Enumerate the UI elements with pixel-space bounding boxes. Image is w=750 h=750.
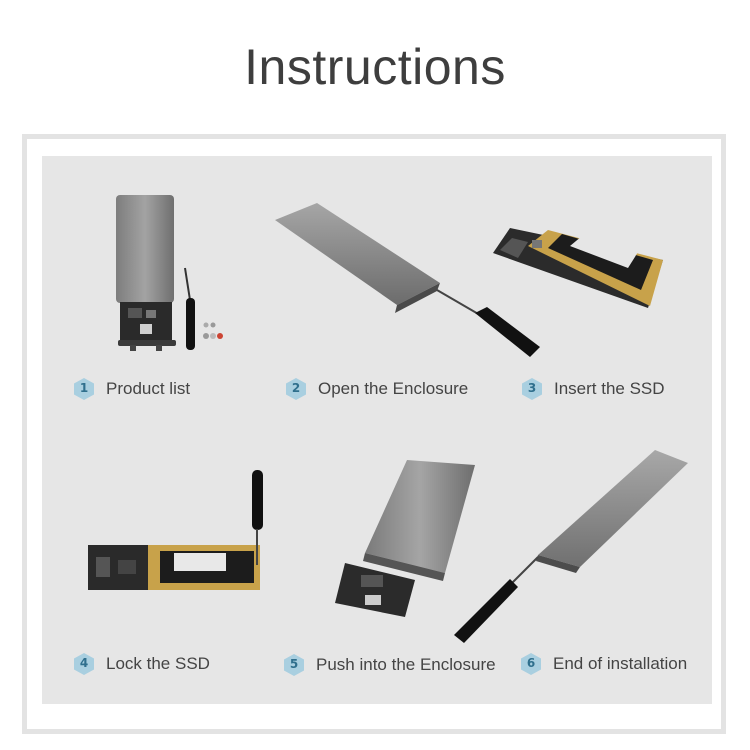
step-5	[335, 455, 480, 620]
step-1	[100, 190, 240, 360]
step-1-caption: 1 Product list	[74, 378, 190, 400]
insert-ssd-image	[493, 228, 663, 308]
push-into-enclosure-image	[335, 460, 475, 617]
step-5-label: Push into the Enclosure	[316, 655, 496, 674]
step-number-badge: 5	[284, 654, 304, 676]
page-title: Instructions	[244, 39, 506, 95]
step-1-label: Product list	[106, 379, 191, 398]
step-4	[88, 465, 268, 595]
step-3-label: Insert the SSD	[554, 379, 665, 398]
step-6	[450, 445, 690, 650]
step-5-caption: 5 Push into the Enclosure	[284, 654, 496, 676]
step-number-badge: 3	[522, 378, 542, 400]
step-number-badge: 4	[74, 653, 94, 675]
end-of-installation-image	[454, 450, 688, 643]
step-number-badge: 2	[286, 378, 306, 400]
step-number-badge: 6	[521, 653, 541, 675]
open-enclosure-image	[275, 203, 540, 357]
product-list-image	[116, 195, 223, 351]
step-2-caption: 2 Open the Enclosure	[286, 378, 468, 400]
step-3	[488, 218, 673, 318]
step-6-label: End of installation	[553, 654, 688, 673]
step-2-label: Open the Enclosure	[318, 379, 469, 398]
lock-ssd-image	[88, 470, 263, 590]
step-4-caption: 4 Lock the SSD	[74, 653, 210, 675]
step-4-label: Lock the SSD	[106, 654, 210, 673]
step-6-caption: 6 End of installation	[521, 653, 687, 675]
step-3-caption: 3 Insert the SSD	[522, 378, 665, 400]
step-2	[265, 195, 550, 365]
step-number-badge: 1	[74, 378, 94, 400]
